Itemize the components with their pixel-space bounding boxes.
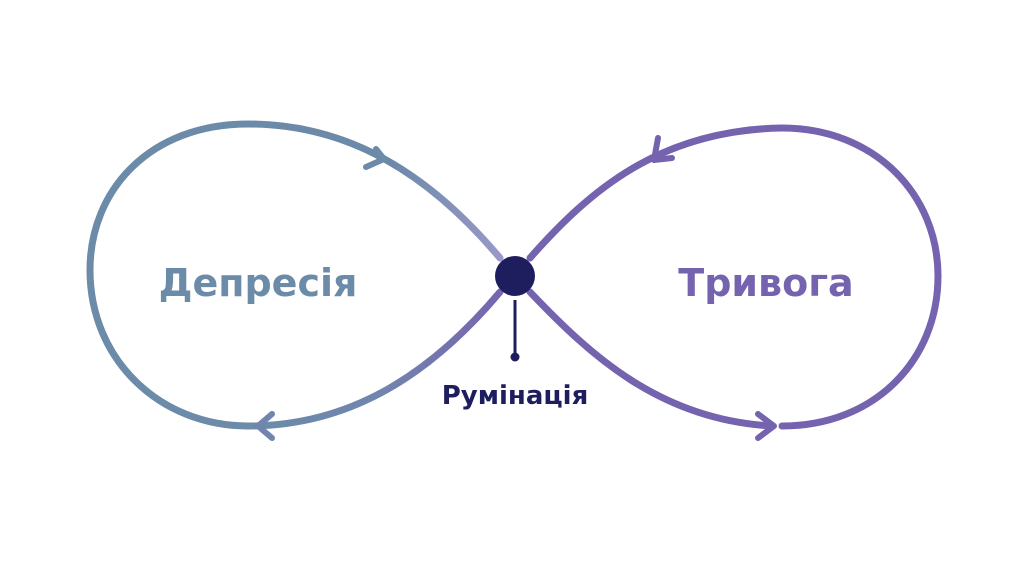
center-label: Румінація xyxy=(442,381,589,411)
right-loop-label: Тривога xyxy=(678,261,853,305)
left-loop-top-arc xyxy=(86,120,252,430)
right-loop-lower-connector xyxy=(526,288,776,430)
center-node xyxy=(495,256,535,296)
arrowhead-bottom-right-icon xyxy=(755,411,777,441)
right-loop-outer-arc xyxy=(778,124,942,430)
center-connector-dot xyxy=(510,352,520,362)
left-loop-upper-connector xyxy=(244,120,504,262)
left-loop-label: Депресія xyxy=(159,261,358,305)
right-loop-upper-connector xyxy=(526,124,786,262)
arrowhead-top-right-icon xyxy=(651,135,675,163)
left-loop-lower-connector xyxy=(244,288,504,430)
arrowhead-top-left-icon xyxy=(363,146,387,170)
arrowhead-bottom-left-icon xyxy=(255,411,275,441)
